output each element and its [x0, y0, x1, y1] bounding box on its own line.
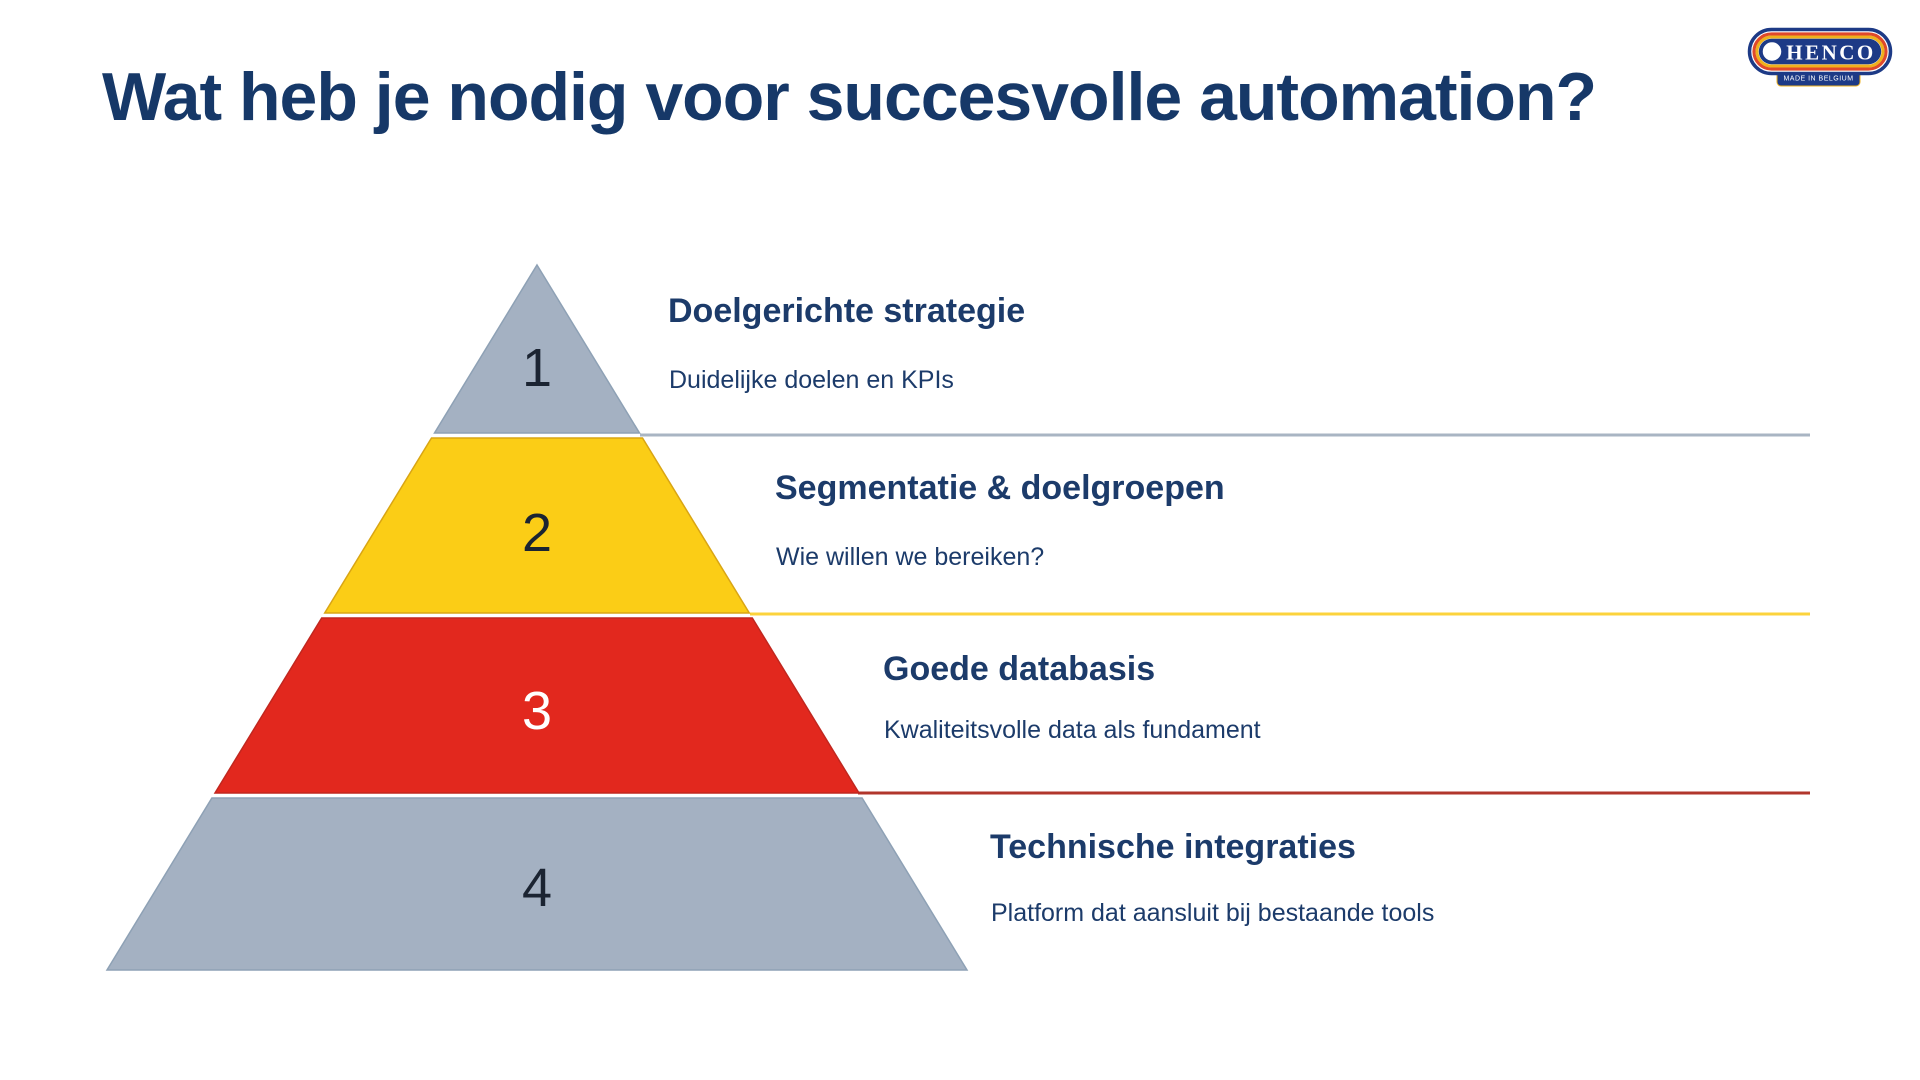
level-3-subtext: Kwaliteitsvolle data als fundament [884, 716, 1261, 744]
henco-logo: MADE IN BELGIUM HENCO [1747, 27, 1893, 87]
pyramid-level-1-shape [433, 263, 641, 434]
level-4-subtext: Platform dat aansluit bij bestaande tool… [991, 899, 1435, 927]
pyramid-level-2-shape [323, 437, 751, 614]
level-1-number: 1 [521, 338, 553, 398]
level-4-heading: Technische integraties [990, 828, 1356, 866]
level-2-heading: Segmentatie & doelgroepen [775, 469, 1225, 507]
pyramid-level-3-shape [213, 617, 861, 794]
level-2-number: 2 [521, 503, 553, 563]
logo-tagline: MADE IN BELGIUM [1783, 76, 1853, 83]
level-2-subtext: Wie willen we bereiken? [776, 543, 1045, 571]
pyramid-level-4-shape [105, 797, 969, 971]
logo-brand: HENCO [1786, 41, 1876, 65]
level-1-subtext: Duidelijke doelen en KPIs [669, 366, 954, 394]
logo-pill: HENCO [1747, 27, 1893, 76]
level-1-heading: Doelgerichte strategie [668, 292, 1026, 330]
slide-title: Wat heb je nodig voor succesvolle automa… [102, 59, 1597, 135]
level-3-heading: Goede databasis [883, 650, 1156, 688]
logo-circle-icon [1760, 39, 1784, 64]
level-3-number: 3 [521, 681, 553, 741]
level-4-number: 4 [521, 858, 553, 918]
